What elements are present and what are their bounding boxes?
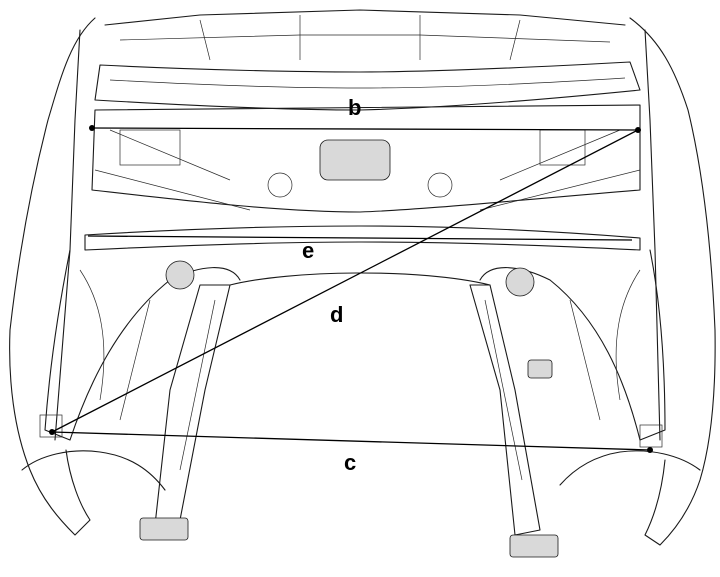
dash-panel	[91, 104, 641, 213]
left-panel-window	[119, 129, 181, 166]
right-front-rail	[469, 284, 541, 536]
right-side-rail	[644, 29, 661, 441]
cowl-top	[104, 9, 626, 26]
left-strut-tower	[165, 260, 195, 290]
left-wheel-arch	[21, 450, 166, 491]
center-bracket	[319, 139, 391, 181]
right-strut-tower	[505, 267, 535, 297]
center-arch	[229, 272, 491, 286]
lower-cross-member	[84, 225, 641, 251]
label-e: e	[302, 238, 314, 263]
right-access-hole	[427, 172, 453, 198]
label-c: c	[344, 450, 356, 475]
right-lower-bracket	[639, 424, 663, 448]
cowl-detail-1	[119, 34, 611, 43]
left-fender-outline	[9, 17, 96, 536]
right-apron-bracket	[527, 359, 553, 379]
right-fender-outline	[629, 17, 716, 546]
dash-panel-brace-left	[94, 129, 251, 211]
label-d: d	[330, 302, 343, 327]
left-lower-bracket	[39, 414, 63, 438]
right-wheel-arch	[559, 450, 701, 486]
left-front-rail	[154, 284, 231, 526]
upper-cross-member	[94, 61, 641, 111]
left-side-rail	[54, 29, 81, 441]
dimension-line-d	[51, 129, 639, 433]
right-apron-detail	[569, 269, 641, 421]
cowl-detail-2	[199, 15, 521, 61]
dimension-line-b	[91, 127, 639, 131]
left-access-hole	[267, 172, 293, 198]
dimension-line-c	[51, 431, 651, 451]
upper-cross-member-detail	[109, 77, 626, 89]
label-b: b	[348, 95, 361, 120]
left-apron	[44, 249, 241, 441]
left-apron-detail	[79, 269, 151, 421]
right-rail-end-mount	[509, 534, 559, 558]
left-rail-end-mount	[139, 517, 189, 541]
dimension-line-e	[87, 235, 633, 241]
left-front-rail-inner	[179, 299, 216, 471]
right-front-rail-inner	[484, 299, 523, 481]
dash-panel-brace-right	[479, 129, 641, 211]
